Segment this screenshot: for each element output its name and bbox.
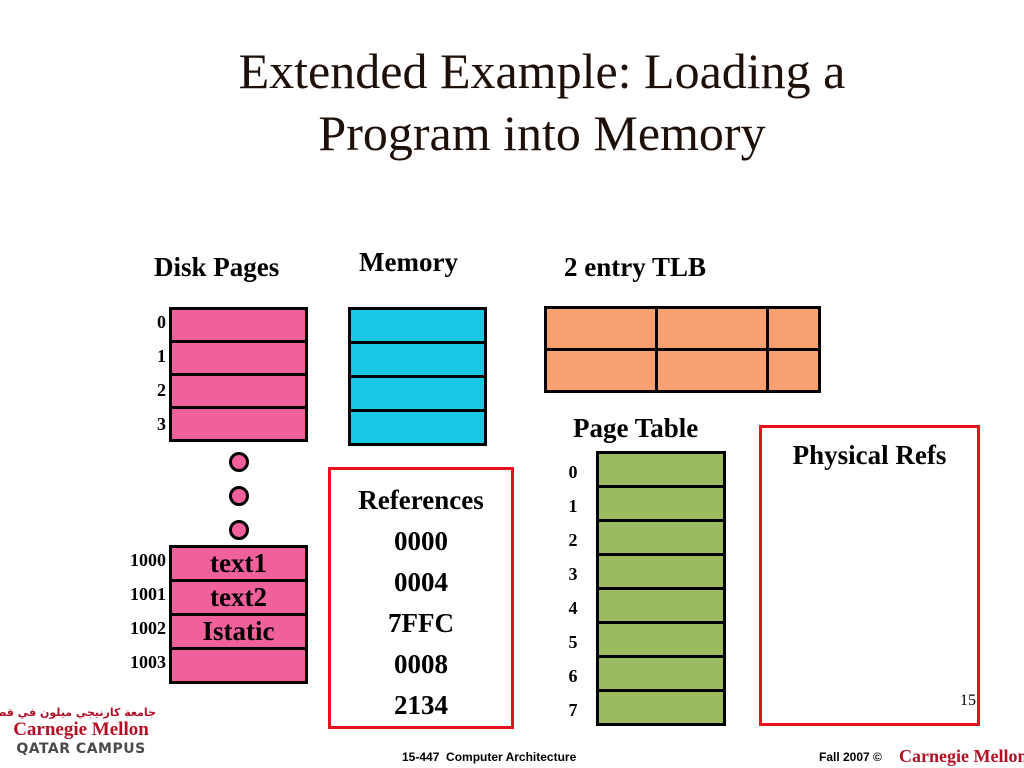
disk-page (169, 307, 308, 343)
disk-page (169, 647, 308, 684)
tlb-cell (658, 351, 769, 390)
disk-index: 1002 (130, 618, 166, 638)
disk-index: 1000 (130, 550, 166, 570)
memory-frame (348, 341, 487, 378)
disk-index: 2 (157, 380, 166, 400)
page-table-index: 5 (568, 632, 578, 652)
disk-index: 1003 (130, 652, 166, 672)
page-number: 15 (960, 692, 976, 709)
tlb-cell (658, 309, 769, 351)
memory-label: Memory (359, 247, 458, 277)
ellipsis-dot (229, 486, 249, 506)
page-table-entry (596, 485, 726, 522)
disk-top-indices: 0 1 2 3 (110, 310, 166, 446)
footer-brand: Carnegie Mellon (899, 746, 1024, 766)
disk-page: Istatic (169, 613, 308, 650)
memory-frame (348, 409, 487, 446)
reference-address: 7FFC (388, 608, 454, 638)
memory-frame (348, 307, 487, 344)
disk-page: text2 (169, 579, 308, 616)
logo-arabic-text: جامعة كارنيجي ميلون في قطر (0, 706, 156, 719)
ellipsis-dot (229, 452, 249, 472)
page-table-index: 4 (568, 598, 578, 618)
physical-refs-box: Physical Refs (759, 425, 980, 726)
disk-pages-top (169, 307, 308, 442)
memory-frame (348, 375, 487, 412)
disk-index: 1 (157, 346, 166, 366)
reference-address: 0008 (394, 649, 448, 679)
page-table-entry (596, 451, 726, 488)
disk-index: 3 (157, 414, 166, 434)
disk-pages-label: Disk Pages (154, 252, 280, 282)
disk-pages-bottom: text1 text2 Istatic (169, 545, 308, 684)
slide-title-line-2: Program into Memory (318, 105, 766, 161)
slide-title-line-1: Extended Example: Loading a (238, 43, 846, 99)
page-table-index: 6 (568, 666, 578, 686)
reference-address: 2134 (394, 690, 448, 720)
page-table-entry (596, 621, 726, 658)
slide-title: Extended Example: Loading a Program into… (0, 40, 1024, 164)
page-table-entry (596, 587, 726, 624)
tlb-label: 2 entry TLB (564, 252, 707, 282)
page-table-indices: 0 1 2 3 4 5 6 7 (556, 453, 590, 725)
tlb-cell (547, 351, 658, 390)
references-title: References (358, 485, 484, 515)
ellipsis-dot (229, 520, 249, 540)
page-table-label: Page Table (573, 413, 699, 443)
logo-campus-text: QATAR CAMPUS (16, 741, 146, 757)
disk-page: text1 (169, 545, 308, 582)
footer-term: Fall 2007 © (819, 750, 882, 764)
reference-address: 0000 (394, 526, 448, 556)
disk-index: 0 (157, 312, 166, 332)
disk-page (169, 373, 308, 409)
reference-address: 0004 (394, 567, 448, 597)
page-table-index: 2 (568, 530, 578, 550)
physical-refs-title: Physical Refs (792, 440, 947, 470)
logo-cmu-text: Carnegie Mellon (13, 719, 149, 740)
footer-course: 15-447 Computer Architecture (402, 750, 577, 764)
page-table-entry (596, 519, 726, 556)
page-table-index: 1 (568, 496, 578, 516)
page-table-index: 7 (568, 700, 578, 720)
page-table-index: 3 (568, 564, 578, 584)
cmu-qatar-logo: جامعة كارنيجي ميلون في قطر Carnegie Mell… (0, 706, 156, 758)
disk-page (169, 406, 308, 442)
tlb-table (544, 306, 821, 393)
page-table (596, 451, 726, 726)
disk-page (169, 340, 308, 376)
page-table-entry (596, 689, 726, 726)
references-box: References 0000 0004 7FFC 0008 2134 (328, 467, 514, 729)
disk-index: 1001 (130, 584, 166, 604)
page-table-index: 0 (568, 462, 578, 482)
memory-frames (348, 307, 487, 446)
page-table-entry (596, 655, 726, 692)
disk-bottom-indices: 1000 1001 1002 1003 (100, 547, 166, 683)
page-table-entry (596, 553, 726, 590)
tlb-cell (769, 309, 818, 351)
tlb-cell (769, 351, 818, 390)
tlb-cell (547, 309, 658, 351)
